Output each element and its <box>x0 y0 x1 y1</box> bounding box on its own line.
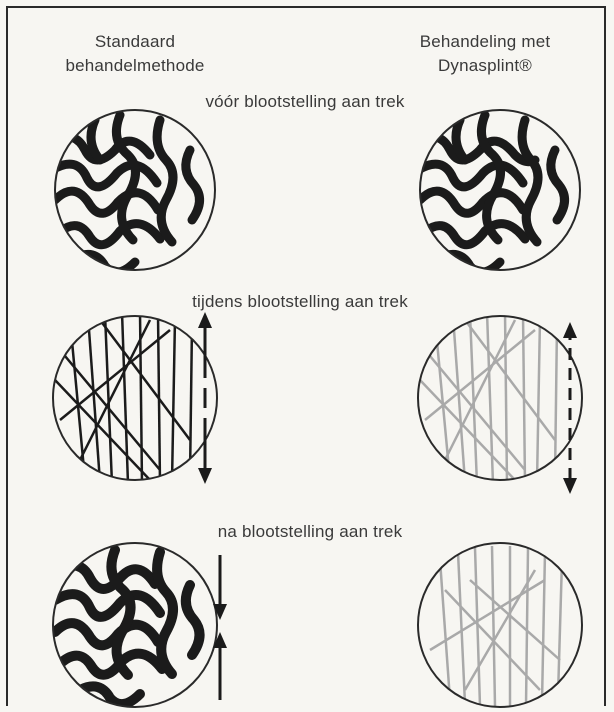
circle-standard-before <box>52 110 215 272</box>
circle-dynasplint-after <box>418 543 582 707</box>
circle-standard-during <box>53 312 217 484</box>
circle-standard-after <box>53 543 227 707</box>
circle-dynasplint-before <box>418 110 580 272</box>
compression-arrow-icon-standard <box>213 555 227 700</box>
circle-dynasplint-during <box>418 312 582 494</box>
tension-arrow-icon-standard <box>198 312 212 484</box>
